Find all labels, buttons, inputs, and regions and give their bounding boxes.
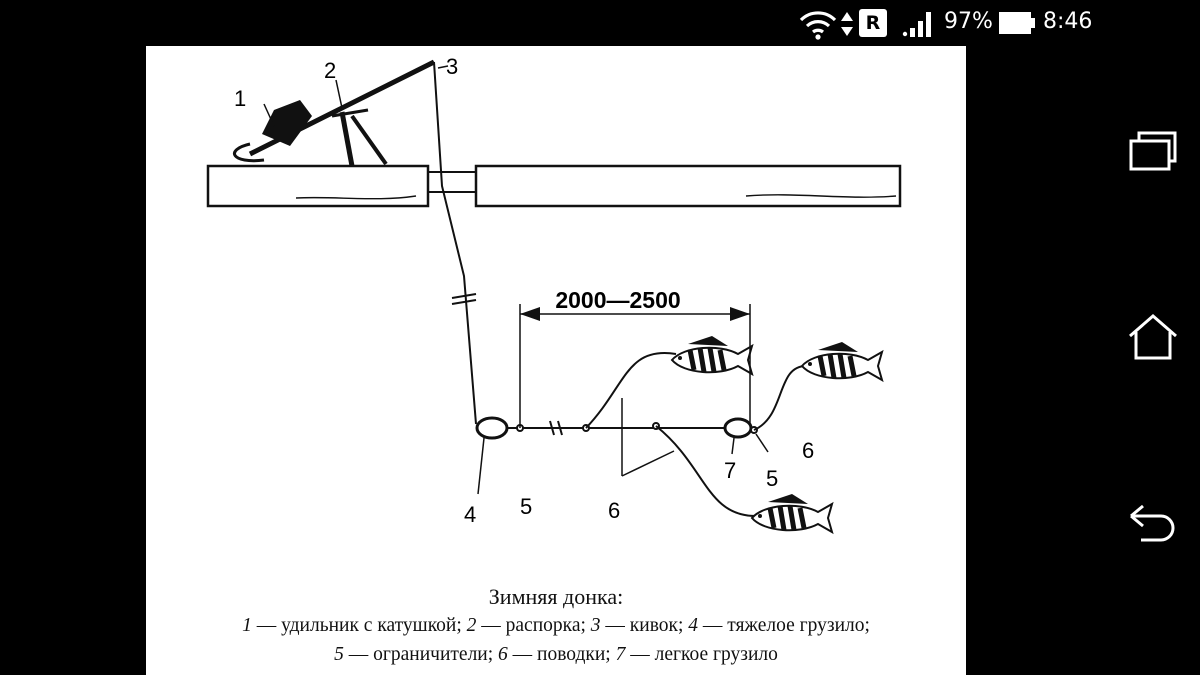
label-part-7: 7 <box>724 458 736 483</box>
caption-text: — поводки; <box>507 644 616 665</box>
navigation-bar <box>1098 46 1200 675</box>
caption-num: 7 <box>615 644 626 665</box>
line-break-mark <box>451 293 477 305</box>
back-icon <box>1130 504 1175 542</box>
home-button[interactable] <box>1118 302 1188 372</box>
recent-apps-icon <box>1129 131 1177 171</box>
caption-text: — удильник с катушкой; <box>251 615 467 636</box>
label-part-1: 1 <box>234 86 246 111</box>
label-part-5-left: 5 <box>520 494 532 519</box>
label-part-6-right: 6 <box>802 438 814 463</box>
bottom-line-break-mark <box>549 420 563 436</box>
label-part-4: 4 <box>464 502 476 527</box>
pointer-lines <box>263 65 769 495</box>
caption-num: 2 <box>466 615 477 636</box>
heavy-sinker <box>475 416 509 440</box>
clock: 8:46 <box>1043 9 1093 34</box>
caption-num: 5 <box>334 644 344 665</box>
caption-text: — распорка; <box>476 615 591 636</box>
dimension-label: 2000—2500 <box>555 287 680 313</box>
caption-num: 3 <box>590 615 601 636</box>
data-arrows-icon <box>841 12 853 36</box>
caption-line-1: 1 — удильник с катушкой; 2 — распорка; 3… <box>146 615 966 637</box>
label-part-6-center: 6 <box>608 498 620 523</box>
battery-icon <box>999 12 1035 34</box>
light-sinker <box>723 417 753 439</box>
label-part-2: 2 <box>324 58 336 83</box>
label-part-5-right: 5 <box>766 466 778 491</box>
status-bar: R 97% 8:46 <box>0 0 1200 46</box>
leader-1 <box>585 351 677 429</box>
caption-num: 4 <box>688 615 699 636</box>
caption-line-2: 5 — ограничители; 6 — поводки; 7 — легко… <box>146 644 966 666</box>
caption-text: — тяжелое грузило; <box>698 615 870 636</box>
winter-donka-diagram: 2000—2500 1 2 3 4 5 6 7 5 6 <box>206 54 902 586</box>
fish-2 <box>802 342 882 380</box>
caption-text: — кивок; <box>600 615 689 636</box>
wifi-icon <box>799 11 837 40</box>
main-line <box>433 61 477 425</box>
battery-percent: 97% <box>944 9 993 34</box>
caption-text: — ограничители; <box>343 644 499 665</box>
back-button[interactable] <box>1118 490 1188 560</box>
dimension-marker <box>519 304 751 428</box>
signal-icon <box>902 12 931 37</box>
ice-layer <box>206 164 902 208</box>
fish-3 <box>752 494 832 532</box>
leader-3 <box>753 365 807 431</box>
caption-title: Зимняя донка: <box>488 584 624 609</box>
roaming-badge-text: R <box>865 12 881 34</box>
caption-num: 1 <box>242 615 252 636</box>
caption-num: 6 <box>498 644 508 665</box>
label-part-3: 3 <box>446 54 458 79</box>
diagram-image: 2000—2500 1 2 3 4 5 6 7 5 6 Зимняя донка… <box>146 46 966 675</box>
caption-text: — легкое грузило <box>625 644 778 665</box>
recent-apps-button[interactable] <box>1118 116 1188 186</box>
leader-2 <box>655 425 757 517</box>
fish-1 <box>672 336 752 374</box>
home-icon <box>1129 314 1177 360</box>
roaming-badge-icon: R <box>859 9 887 37</box>
